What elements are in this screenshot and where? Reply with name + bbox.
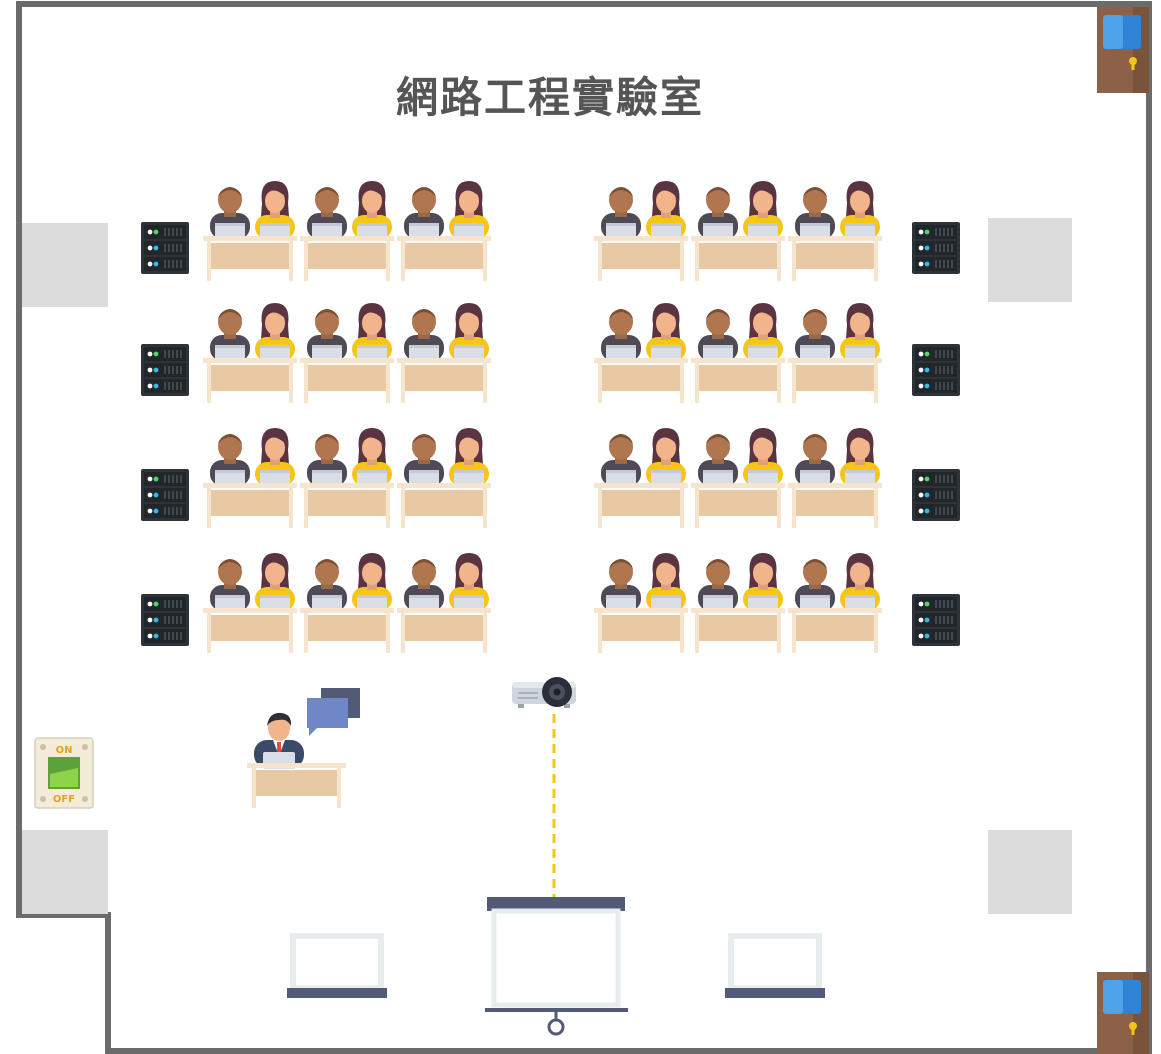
pillar xyxy=(22,830,108,914)
server-rack-icon xyxy=(140,468,190,522)
pillar xyxy=(988,830,1072,914)
switch-off-label: OFF xyxy=(53,794,75,805)
chat-bubbles-icon xyxy=(307,688,360,736)
room-title: 網路工程實驗室 xyxy=(395,73,704,122)
door-icon[interactable] xyxy=(1097,7,1149,93)
projection-screen-icon xyxy=(485,897,628,1036)
server-rack-icon xyxy=(911,221,961,275)
server-rack-icon xyxy=(140,343,190,397)
light-switch-icon[interactable]: ON OFF xyxy=(34,737,94,809)
server-rack-icon xyxy=(911,468,961,522)
server-rack-icon xyxy=(911,343,961,397)
room-wall xyxy=(16,1,1152,1054)
server-rack-icon xyxy=(140,221,190,275)
pillar xyxy=(22,223,108,307)
pillar xyxy=(988,218,1072,302)
projector-icon xyxy=(512,677,576,708)
server-rack-icon xyxy=(911,593,961,647)
server-rack-icon xyxy=(140,593,190,647)
teacher-desk xyxy=(247,763,346,808)
switch-on-label: ON xyxy=(56,745,73,756)
door-icon[interactable] xyxy=(1097,972,1149,1054)
